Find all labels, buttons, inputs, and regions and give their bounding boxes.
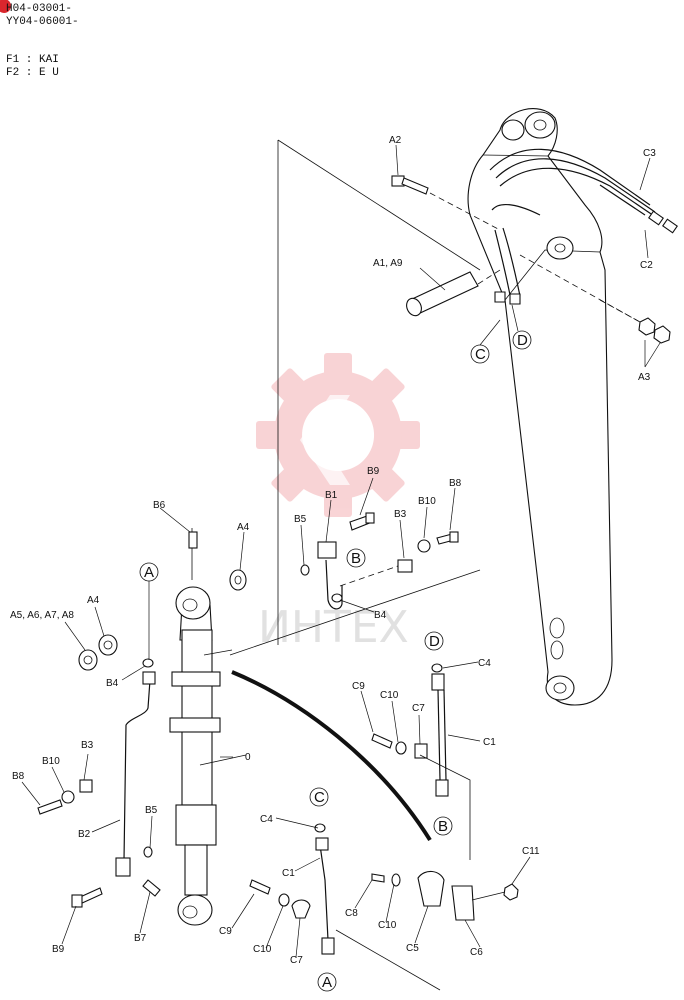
- callout-c10-bottom: C10: [253, 944, 272, 955]
- header-serial-2: YY04-06001-: [6, 16, 79, 28]
- pipe-b1: [300, 512, 459, 610]
- svg-text:C: C: [475, 346, 486, 363]
- callout-zero: 0: [245, 752, 251, 763]
- callout-c11: C11: [522, 846, 540, 857]
- header-serial-1: H04-03001-: [6, 3, 72, 15]
- callout-c7-bottom: C7: [290, 955, 303, 966]
- circle-ref-d-right: D: [424, 631, 444, 651]
- arm-cylinder: [169, 528, 247, 926]
- callout-a3: A3: [638, 372, 651, 383]
- pipe-b2: [37, 658, 161, 908]
- callout-b8-left: B8: [12, 771, 25, 782]
- callout-c1-right: C1: [483, 737, 496, 748]
- callout-c8: C8: [345, 908, 358, 919]
- callout-a1-a9: A1, A9: [373, 258, 403, 269]
- callout-c9-bottom: C9: [219, 926, 232, 937]
- callout-c1-lower: C1: [282, 868, 295, 879]
- hoses-c1: [249, 663, 519, 991]
- circle-ref-b-mid: B: [346, 548, 366, 568]
- callout-b9-bottom: B9: [52, 944, 65, 955]
- svg-text:B: B: [438, 818, 448, 835]
- circle-ref-c-lower: C: [309, 787, 329, 807]
- watermark-text: ИНТЕХ: [258, 602, 409, 653]
- callout-b1: B1: [325, 490, 338, 501]
- callout-b2: B2: [78, 829, 91, 840]
- callout-c5: C5: [406, 943, 419, 954]
- callout-a2: A2: [389, 135, 402, 146]
- nuts-a3: [638, 317, 671, 344]
- callout-b4-mid: B4: [374, 610, 387, 621]
- washers-a4-a5: [78, 569, 247, 671]
- callout-b10-left: B10: [42, 756, 60, 767]
- hose-route: [231, 670, 432, 842]
- callout-c6: C6: [470, 947, 483, 958]
- callout-c9-right: C9: [352, 681, 365, 692]
- header-variant-1: F1 : KAI: [6, 54, 59, 66]
- circle-ref-c-top: C: [470, 319, 501, 364]
- corner-badge-icon: [0, 0, 11, 13]
- callout-a4-left: A4: [87, 595, 100, 606]
- circle-ref-a-bottom: A: [317, 972, 337, 992]
- svg-text:C: C: [314, 789, 325, 806]
- svg-text:A: A: [144, 564, 154, 581]
- circle-ref-d-top: D: [511, 304, 532, 350]
- callout-b5-top: B5: [294, 514, 307, 525]
- callout-b7: B7: [134, 933, 147, 944]
- callout-b6: B6: [153, 500, 166, 511]
- watermark-gear-icon: [256, 353, 420, 517]
- svg-text:A: A: [322, 974, 332, 991]
- callout-c7-right: C7: [412, 703, 425, 714]
- callout-a5-group: A5, A6, A7, A8: [10, 610, 74, 621]
- callout-c2: C2: [640, 260, 653, 271]
- callout-c10-lower: C10: [378, 920, 397, 931]
- circle-ref-b-lower: B: [433, 816, 453, 836]
- callout-b4-left: B4: [106, 678, 119, 689]
- arm-assembly: [467, 108, 678, 706]
- circle-ref-a-mid: A: [139, 562, 159, 660]
- svg-text:B: B: [351, 550, 361, 567]
- pin-a1: [406, 271, 479, 317]
- callout-b9-top: B9: [367, 466, 380, 477]
- callout-c3: C3: [643, 148, 656, 159]
- callout-b3-left: B3: [81, 740, 94, 751]
- callout-c4-lower: C4: [260, 814, 273, 825]
- header-variant-2: F2 : E U: [6, 67, 59, 79]
- svg-text:D: D: [517, 332, 528, 349]
- callout-b3-top: B3: [394, 509, 407, 520]
- callout-a4-top: A4: [237, 522, 250, 533]
- bolt-a2: [391, 175, 429, 195]
- callout-b10-top: B10: [418, 496, 436, 507]
- callout-c10-right: C10: [380, 690, 399, 701]
- callout-b8-top: B8: [449, 478, 462, 489]
- svg-text:D: D: [429, 633, 440, 650]
- callout-c4-right: C4: [478, 658, 491, 669]
- callout-b5-left: B5: [145, 805, 158, 816]
- grease-nipple-b6: [188, 531, 198, 549]
